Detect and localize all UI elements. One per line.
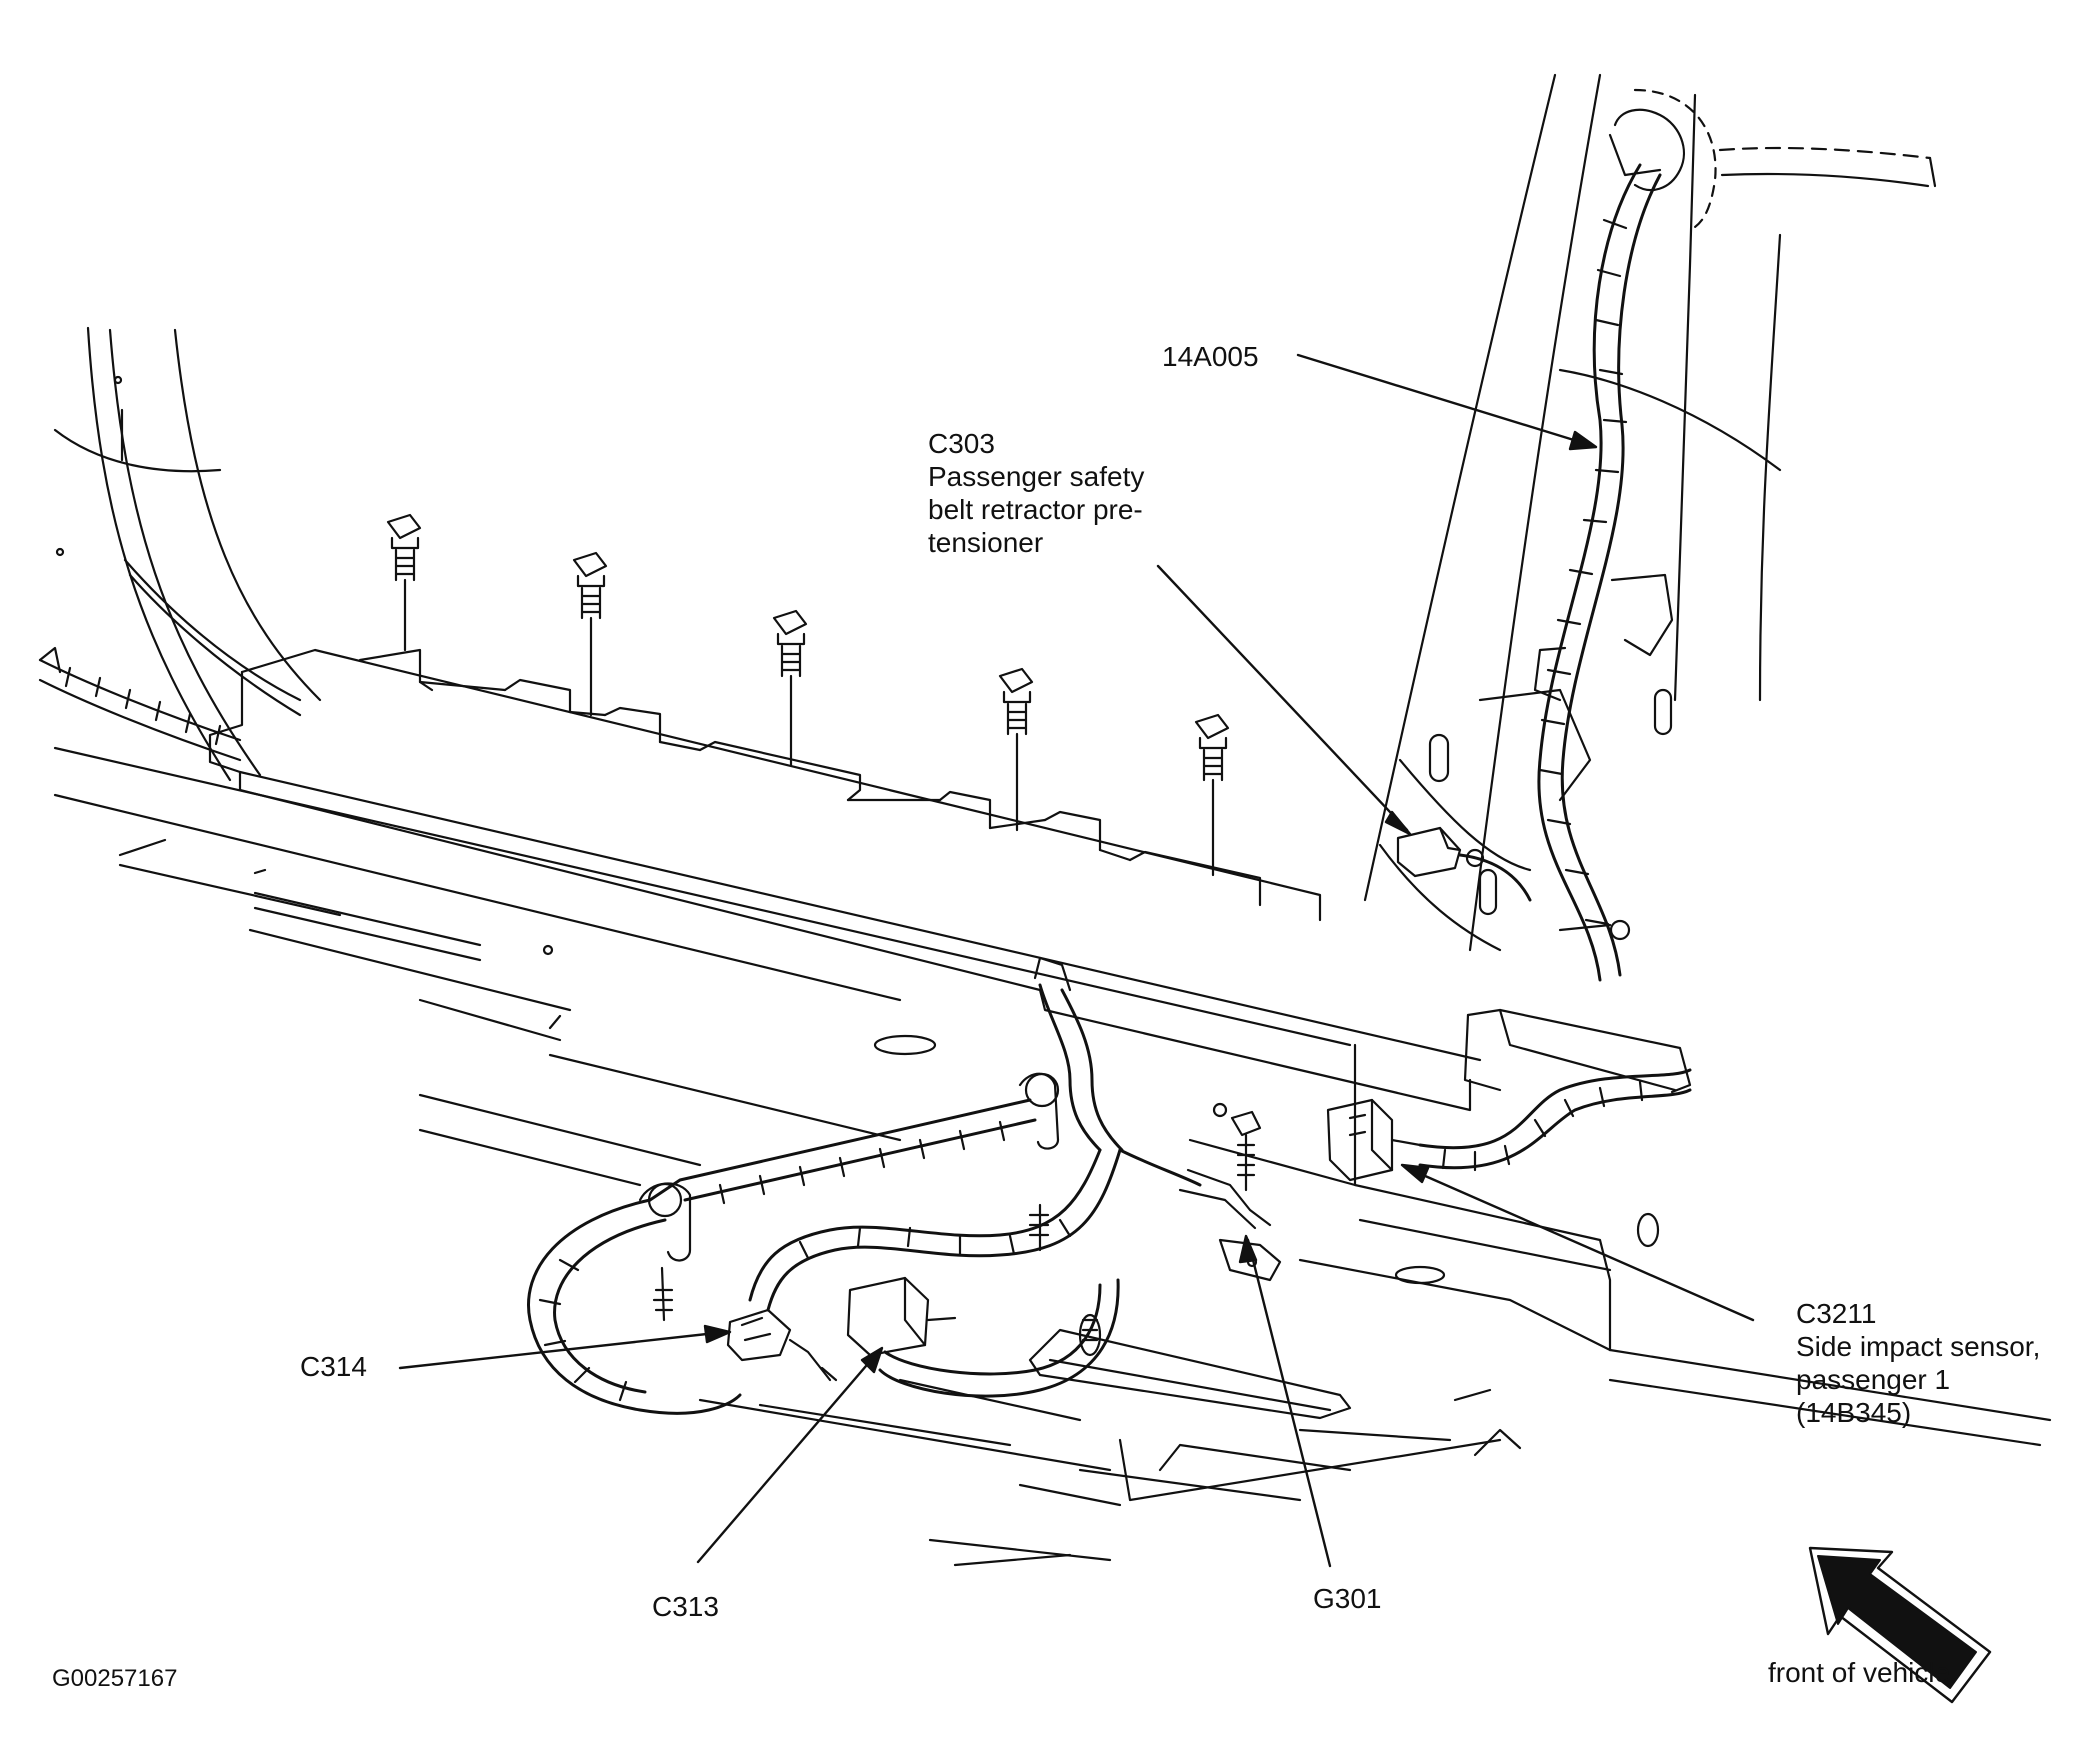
floor-plug [873,1034,937,1056]
figure-code: G00257167 [52,1665,178,1692]
drain-hole [1636,1212,1660,1248]
bolt [772,609,808,767]
harness-14a005 [1533,163,1662,982]
label-c303: C303 Passenger safety belt retractor pre… [928,427,1144,559]
bolt [572,551,608,717]
label-c3211-line3: (14B345) [1796,1397,1912,1428]
bolt [998,667,1034,832]
label-c3211-line2: passenger 1 [1796,1364,1951,1395]
leader-lines [398,353,1755,1568]
connector-c303 [1396,826,1532,902]
label-c303-line3: tensioner [928,527,1044,558]
label-g301: G301 [1313,1583,1382,1614]
label-c3211: C3211 Side impact sensor, passenger 1 (1… [1796,1297,2040,1429]
label-c314: C314 [300,1351,367,1382]
label-c303-code: C303 [928,428,995,459]
bolt [386,513,422,652]
floor-plug [1394,1265,1446,1285]
stud [1078,1313,1102,1357]
slot-hole [1478,868,1498,916]
door-frame-left [53,326,322,782]
front-direction-arrow-icon [1808,1546,1992,1704]
label-c313: C313 [652,1591,719,1622]
sill-bolts [386,513,1230,877]
label-c3211-code: C3211 [1796,1298,1877,1329]
b-pillar [1363,73,1782,1248]
label-14a005: 14A005 [1162,341,1259,372]
label-c303-line1: Passenger safety [928,461,1145,492]
front-of-vehicle-label: front of vehicle [1768,1657,1951,1688]
floor-harness [527,983,1282,1415]
slot-hole [1428,733,1450,783]
connector-c313 [846,1276,957,1357]
seatbelt-anchor [1608,88,1937,232]
weatherstrip-left [38,646,242,762]
label-c3211-line1: Side impact sensor, [1796,1331,2041,1362]
sill-trim-panel [208,648,1692,1112]
connector-c3211 [1326,1068,1692,1182]
label-c303-line2: belt retractor pre- [928,494,1143,525]
bolt [1194,713,1230,877]
floor-pan [53,746,2052,1567]
connector-c314 [726,1308,838,1382]
slot-hole [1653,688,1673,736]
